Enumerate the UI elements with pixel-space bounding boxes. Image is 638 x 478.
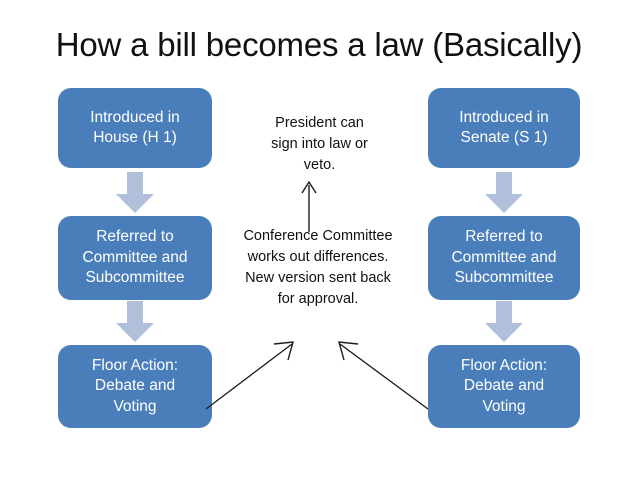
node-senate-introduced[interactable]: Introduced in Senate (S 1): [428, 88, 580, 168]
node-house-committee[interactable]: Referred to Committee and Subcommittee: [58, 216, 212, 300]
block-arrow-senate-intro-to-committee: [484, 172, 524, 214]
node-label: Introduced in Senate (S 1): [459, 108, 549, 146]
block-arrow-house-committee-to-floor: [115, 301, 155, 343]
node-senate-committee[interactable]: Referred to Committee and Subcommittee: [428, 216, 580, 300]
node-house-floor[interactable]: Floor Action: Debate and Voting: [58, 345, 212, 428]
arrow-house-floor-to-conference: [205, 341, 294, 410]
annotation-president: President can sign into law or veto.: [271, 115, 368, 174]
block-arrow-senate-committee-to-floor: [484, 301, 524, 343]
node-label: Referred to Committee and Subcommittee: [82, 228, 188, 287]
block-arrow-house-intro-to-committee: [115, 172, 155, 214]
arrow-conference-to-president: [301, 180, 317, 232]
annotation-conference-committee: Conference Committee works out differenc…: [243, 228, 393, 308]
node-label: Floor Action: Debate and Voting: [91, 356, 179, 415]
arrow-senate-floor-to-conference: [338, 341, 429, 410]
node-label: Referred to Committee and Subcommittee: [451, 228, 557, 287]
node-label: Introduced in House (H 1): [90, 108, 180, 146]
node-senate-floor[interactable]: Floor Action: Debate and Voting: [428, 345, 580, 428]
node-house-introduced[interactable]: Introduced in House (H 1): [58, 88, 212, 168]
page-title: How a bill becomes a law (Basically): [55, 26, 583, 63]
node-label: Floor Action: Debate and Voting: [460, 356, 548, 415]
